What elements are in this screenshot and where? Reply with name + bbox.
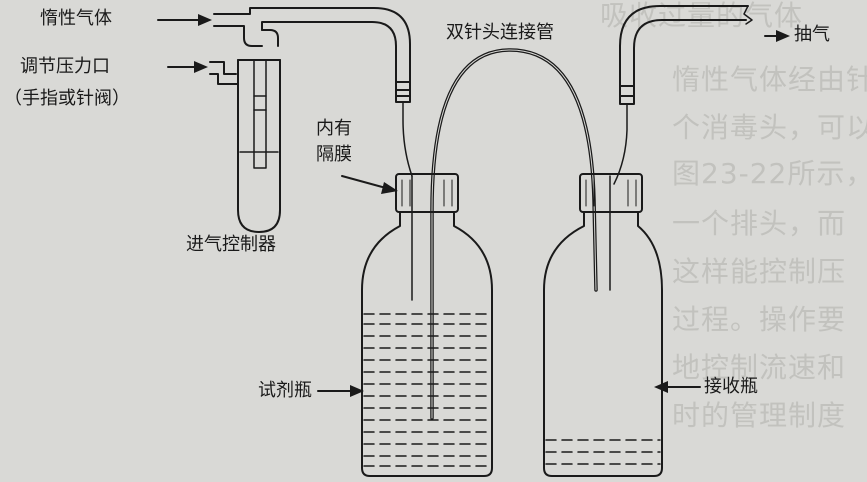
- receiving-liquid: [545, 439, 661, 465]
- inert-gas-arrowhead: [198, 14, 212, 26]
- gas-line-left: [309, 7, 413, 177]
- receiving-bottle-cap: [579, 173, 643, 213]
- gas-hose-outer: [309, 7, 411, 83]
- reagent-bottle-body: [361, 211, 493, 477]
- hose-break-mark: [743, 5, 753, 25]
- label-pressure-hint: （手指或针阀）: [4, 88, 130, 109]
- pressure-arrowhead: [194, 61, 208, 73]
- label-vacuum: 抽气: [794, 24, 830, 45]
- side-arm-lower: [209, 73, 239, 85]
- controller-tube-body: [237, 59, 281, 233]
- controller-inner-tube: [253, 59, 267, 169]
- vacuum-hose-inner: [633, 19, 747, 87]
- label-double-needle: 双针头连接管: [446, 22, 554, 43]
- needle-hub-left: [395, 81, 411, 103]
- reagent-arrowhead: [350, 385, 364, 397]
- gas-needle-left: [402, 101, 413, 177]
- cannula-tube-highlight: [431, 49, 597, 419]
- vacuum-hose-outer: [619, 5, 749, 87]
- receiving-bottle: [543, 173, 663, 477]
- reagent-bottle: [361, 173, 493, 477]
- septum-arrow: [341, 175, 387, 189]
- vacuum-arrowhead: [776, 30, 790, 42]
- label-inert-gas: 惰性气体: [40, 8, 112, 29]
- controller-head-left: [243, 29, 263, 47]
- label-pressure-port: 调节压力口: [20, 56, 110, 77]
- septum-arrowhead: [381, 182, 398, 194]
- vacuum-line: [613, 5, 753, 185]
- double-needle-cannula: [430, 48, 598, 420]
- label-septum-line1: 内有: [316, 118, 352, 139]
- label-arrows: [157, 14, 790, 397]
- vacuum-needle: [613, 103, 628, 185]
- receiving-bottle-body: [543, 211, 663, 477]
- reagent-liquid: [363, 313, 491, 467]
- inlet-tube-right: [261, 21, 311, 31]
- label-controller: 进气控制器: [186, 234, 276, 255]
- gas-hose-inner: [309, 21, 397, 83]
- inlet-tube-top: [213, 7, 311, 15]
- controller-head-right: [261, 29, 279, 47]
- label-receiving-bottle: 接收瓶: [704, 376, 758, 397]
- inlet-controller: [209, 7, 311, 233]
- label-septum-line2: 隔膜: [316, 144, 352, 165]
- reagent-bottle-cap: [395, 173, 459, 213]
- inlet-tube-bottom: [213, 25, 245, 31]
- side-arm-upper: [209, 61, 237, 75]
- label-reagent-bottle: 试剂瓶: [258, 380, 312, 401]
